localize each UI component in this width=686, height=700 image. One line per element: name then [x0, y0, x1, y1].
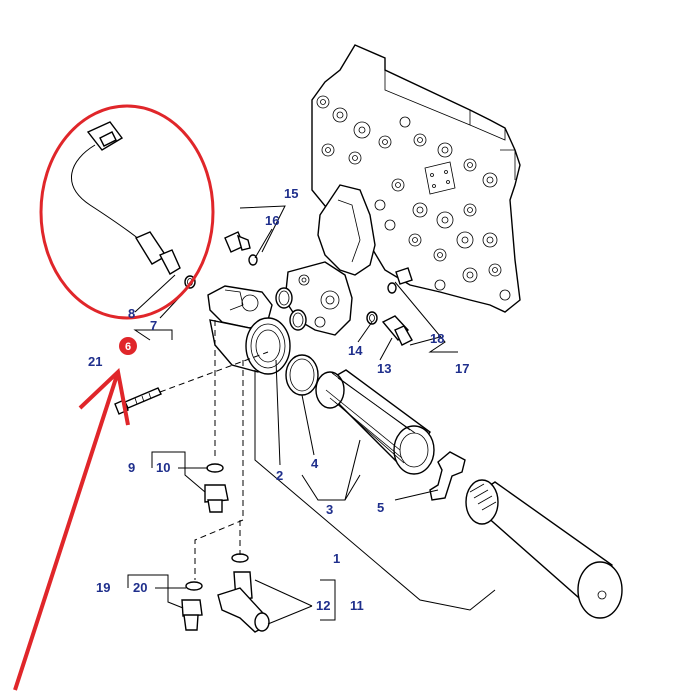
label-11: 11 [350, 598, 364, 613]
filter-element [315, 369, 435, 475]
label-14: 14 [348, 343, 363, 358]
callout-badge [119, 337, 137, 355]
label-13: 13 [377, 361, 391, 376]
part-labels: 15 16 18 17 14 13 8 7 21 9 10 2 4 3 5 1 … [88, 186, 469, 613]
highlight-markings: 6 [13, 104, 215, 691]
label-9: 9 [128, 460, 135, 475]
label-3: 3 [326, 502, 333, 517]
label-21: 21 [88, 354, 102, 369]
label-1: 1 [333, 551, 340, 566]
label-17: 17 [455, 361, 469, 376]
label-8: 8 [128, 306, 135, 321]
leader-lines [127, 205, 496, 625]
tee-fitting [217, 553, 270, 633]
fitting-13-18 [381, 267, 413, 346]
fitting-16 [224, 231, 258, 266]
o-ring-upper [275, 287, 293, 309]
o-ring-lower [289, 309, 307, 331]
o-rings [184, 275, 378, 396]
pressure-sensor [71, 121, 181, 275]
fitting-9 [204, 463, 229, 513]
highlight-circle [39, 104, 215, 320]
label-12: 12 [316, 598, 330, 613]
block-bolt-holes [316, 95, 511, 301]
valve-block [311, 44, 521, 313]
filter-housing [207, 285, 291, 375]
highlight-arrow-head [78, 368, 130, 426]
highlight-arrow-shaft [13, 371, 120, 691]
label-5: 5 [377, 500, 384, 515]
label-2: 2 [276, 468, 283, 483]
label-10: 10 [156, 460, 170, 475]
label-19: 19 [96, 580, 110, 595]
label-20: 20 [133, 580, 147, 595]
label-4: 4 [311, 456, 319, 471]
centerlines [159, 320, 269, 580]
label-15: 15 [284, 186, 298, 201]
label-7: 7 [150, 318, 157, 333]
fitting-19 [181, 581, 203, 631]
filter-canister [465, 479, 623, 619]
label-16: 16 [265, 213, 279, 228]
o-ring-large [285, 354, 319, 396]
retaining-clip [429, 451, 466, 501]
label-18: 18 [430, 331, 444, 346]
callout-badge-number: 6 [125, 341, 131, 353]
